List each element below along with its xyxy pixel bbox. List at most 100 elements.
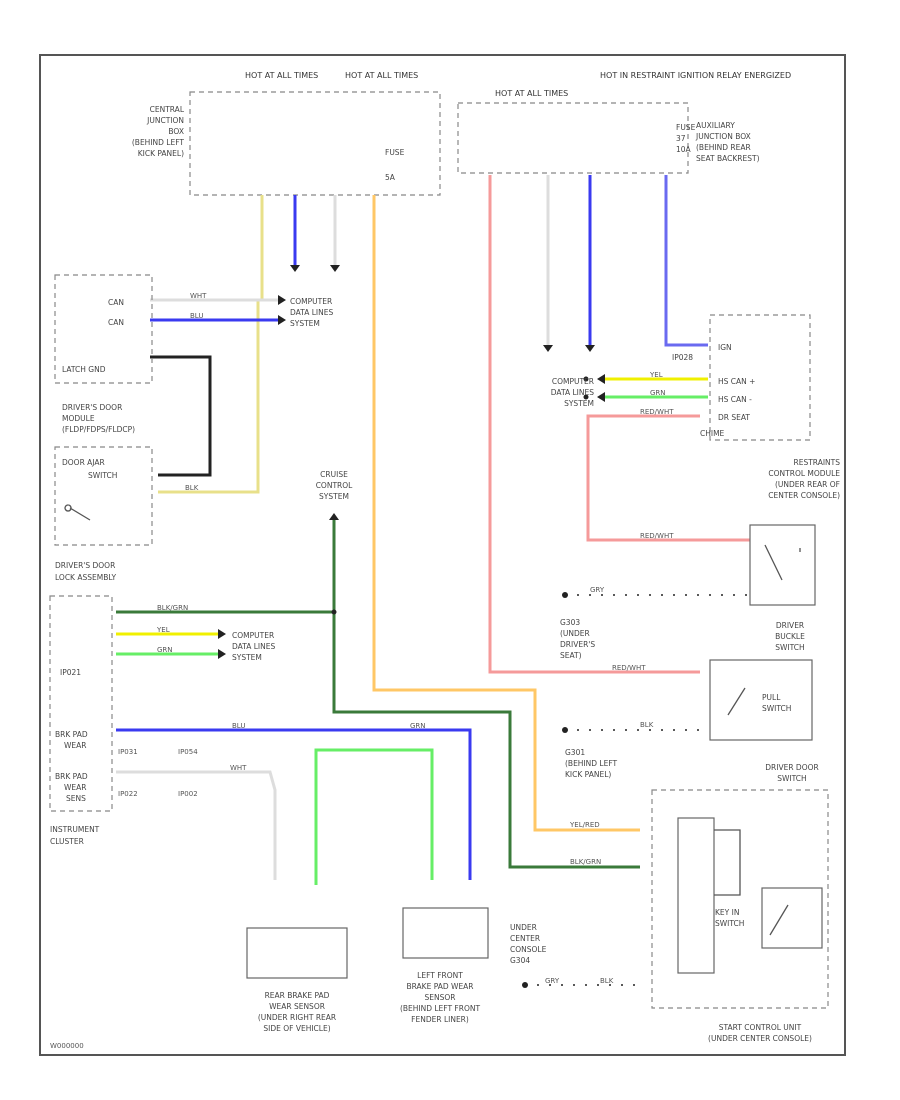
wire-label-gry-2: GRY bbox=[545, 977, 560, 985]
door-ajar-switch-box bbox=[54, 446, 153, 546]
svg-text:CENTRAL: CENTRAL bbox=[150, 105, 185, 114]
pull-switch-label: PULL SWITCH bbox=[762, 693, 791, 713]
auxiliary-junction-box bbox=[457, 102, 689, 174]
cjb-label: CENTRAL JUNCTION BOX (BEHIND LEFT KICK P… bbox=[132, 105, 185, 158]
restraints-switch-symbol bbox=[764, 544, 801, 581]
svg-text:(BEHIND LEFT: (BEHIND LEFT bbox=[132, 138, 185, 147]
svg-text:DATA LINES: DATA LINES bbox=[551, 388, 594, 397]
svg-text:CONTROL: CONTROL bbox=[316, 481, 353, 490]
dr-seat-label: DR SEAT bbox=[718, 413, 750, 422]
driver-door-switch-label: DRIVER DOOR SWITCH bbox=[765, 763, 818, 783]
ip-021-label: IP021 bbox=[60, 668, 81, 677]
ip-031-label: IP031 bbox=[118, 748, 138, 756]
svg-text:(BEHIND LEFT: (BEHIND LEFT bbox=[565, 759, 618, 768]
svg-text:SWITCH: SWITCH bbox=[777, 774, 806, 783]
wire-blu-brake-front bbox=[116, 728, 472, 880]
rear-brake-sensor-label: REAR BRAKE PAD WEAR SENSOR (UNDER RIGHT … bbox=[258, 991, 336, 1033]
ign-label: IGN bbox=[718, 343, 732, 352]
wire-label-gry: GRY bbox=[590, 586, 605, 594]
svg-text:SYSTEM: SYSTEM bbox=[319, 492, 349, 501]
ground-dot bbox=[562, 727, 568, 733]
under-center-console-label: UNDER CENTER CONSOLE G304 bbox=[510, 923, 547, 965]
svg-text:G303: G303 bbox=[560, 618, 580, 627]
wire-label-blk-3: BLK bbox=[600, 977, 614, 985]
svg-text:CONTROL MODULE: CONTROL MODULE bbox=[768, 469, 840, 478]
splice-dot bbox=[583, 376, 589, 382]
ip-054-label: IP054 bbox=[178, 748, 198, 756]
can-l-label: CAN bbox=[108, 318, 124, 327]
wire-wht-brake-rear bbox=[116, 770, 277, 880]
svg-text:SWITCH: SWITCH bbox=[88, 471, 117, 480]
start-control-unit-label: START CONTROL UNIT (UNDER CENTER CONSOLE… bbox=[708, 1023, 812, 1043]
fuse-header-restraint: HOT IN RESTRAINT IGNITION RELAY ENERGIZE… bbox=[600, 71, 791, 80]
svg-text:SWITCH: SWITCH bbox=[762, 704, 791, 713]
svg-text:JUNCTION: JUNCTION bbox=[146, 116, 184, 125]
key-in-switch-symbol bbox=[769, 904, 789, 936]
instrument-cluster-box bbox=[49, 595, 113, 812]
arrow-up bbox=[329, 513, 339, 520]
computer-data-lines-label-1: COMPUTER DATA LINES SYSTEM bbox=[290, 297, 333, 328]
arrow-right bbox=[218, 649, 226, 659]
svg-text:G304: G304 bbox=[510, 956, 530, 965]
wire-label-red-wht-3: RED/WHT bbox=[612, 664, 646, 672]
wire-label-wht: WHT bbox=[190, 292, 207, 300]
wire-yel-red-fuse bbox=[372, 195, 640, 832]
diagram-frame bbox=[39, 54, 846, 1056]
driver-buckle-label: DRIVER BUCKLE SWITCH bbox=[775, 621, 805, 652]
svg-text:CRUISE: CRUISE bbox=[320, 470, 348, 479]
svg-text:(BEHIND LEFT FRONT: (BEHIND LEFT FRONT bbox=[400, 1004, 481, 1013]
can-h-label: CAN bbox=[108, 298, 124, 307]
svg-text:DATA LINES: DATA LINES bbox=[232, 642, 275, 651]
ip-002-label: IP002 bbox=[178, 790, 198, 798]
svg-text:BRK PAD: BRK PAD bbox=[55, 772, 88, 781]
svg-text:RESTRAINTS: RESTRAINTS bbox=[794, 458, 841, 467]
svg-text:SWITCH: SWITCH bbox=[775, 643, 804, 652]
svg-text:WEAR SENSOR: WEAR SENSOR bbox=[269, 1002, 325, 1011]
cjb-fuse-5a: FUSE 5A bbox=[385, 148, 405, 182]
driver-door-switch-circuit bbox=[714, 829, 741, 896]
g303-label: G303 (UNDER DRIVER'S SEAT) bbox=[560, 618, 595, 660]
aux-label: AUXILIARY JUNCTION BOX (BEHIND REAR SEAT… bbox=[695, 121, 760, 163]
arrow-right bbox=[218, 629, 226, 639]
fuse-header-1: HOT AT ALL TIMES bbox=[245, 71, 318, 80]
door-ajar-switch-label: DOOR AJAR SWITCH bbox=[62, 458, 117, 480]
svg-text:LOCK ASSEMBLY: LOCK ASSEMBLY bbox=[55, 573, 117, 582]
svg-text:37: 37 bbox=[676, 134, 686, 143]
svg-text:DRIVER'S DOOR: DRIVER'S DOOR bbox=[55, 561, 115, 570]
svg-text:INSTRUMENT: INSTRUMENT bbox=[50, 825, 100, 834]
svg-text:DATA LINES: DATA LINES bbox=[290, 308, 333, 317]
driver-buckle-switch-box bbox=[709, 659, 813, 741]
svg-text:MODULE: MODULE bbox=[62, 414, 95, 423]
left-front-brake-sensor-label: LEFT FRONT BRAKE PAD WEAR SENSOR (BEHIND… bbox=[400, 971, 481, 1024]
ip-028-label: IP028 bbox=[672, 353, 693, 362]
wire-label-yel-red: YEL/RED bbox=[569, 821, 600, 829]
svg-text:CENTER CONSOLE): CENTER CONSOLE) bbox=[768, 491, 840, 500]
svg-text:REAR BRAKE PAD: REAR BRAKE PAD bbox=[265, 991, 330, 1000]
left-front-brake-sensor-box bbox=[402, 907, 489, 959]
chime-label: CHIME bbox=[700, 429, 725, 438]
svg-text:DRIVER DOOR: DRIVER DOOR bbox=[765, 763, 818, 772]
diagram-code: W000000 bbox=[50, 1042, 84, 1050]
restraints-switch-box bbox=[749, 524, 816, 606]
fuse-header-2: HOT AT ALL TIMES bbox=[345, 71, 418, 80]
svg-text:BUCKLE: BUCKLE bbox=[775, 632, 805, 641]
svg-text:SEAT BACKREST): SEAT BACKREST) bbox=[696, 154, 760, 163]
wire-label-blk: BLK bbox=[185, 484, 199, 492]
arrow-right bbox=[278, 295, 286, 305]
wire-wht-blu-ign bbox=[664, 175, 708, 347]
wire-blk-latch-gnd bbox=[150, 355, 212, 477]
svg-text:SIDE OF VEHICLE): SIDE OF VEHICLE) bbox=[263, 1024, 330, 1033]
svg-text:START CONTROL UNIT: START CONTROL UNIT bbox=[719, 1023, 802, 1032]
svg-text:WEAR: WEAR bbox=[64, 783, 87, 792]
svg-text:BRAKE PAD WEAR: BRAKE PAD WEAR bbox=[406, 982, 473, 991]
svg-text:JUNCTION BOX: JUNCTION BOX bbox=[695, 132, 751, 141]
wire-red-wht-restraints bbox=[586, 414, 750, 542]
svg-text:SYSTEM: SYSTEM bbox=[232, 653, 262, 662]
svg-text:COMPUTER: COMPUTER bbox=[232, 631, 274, 640]
latch-gnd-label: LATCH GND bbox=[62, 365, 106, 374]
svg-text:KICK PANEL): KICK PANEL) bbox=[138, 149, 184, 158]
central-junction-box bbox=[189, 91, 441, 196]
arrow-down bbox=[330, 265, 340, 272]
ground-dot bbox=[522, 982, 528, 988]
